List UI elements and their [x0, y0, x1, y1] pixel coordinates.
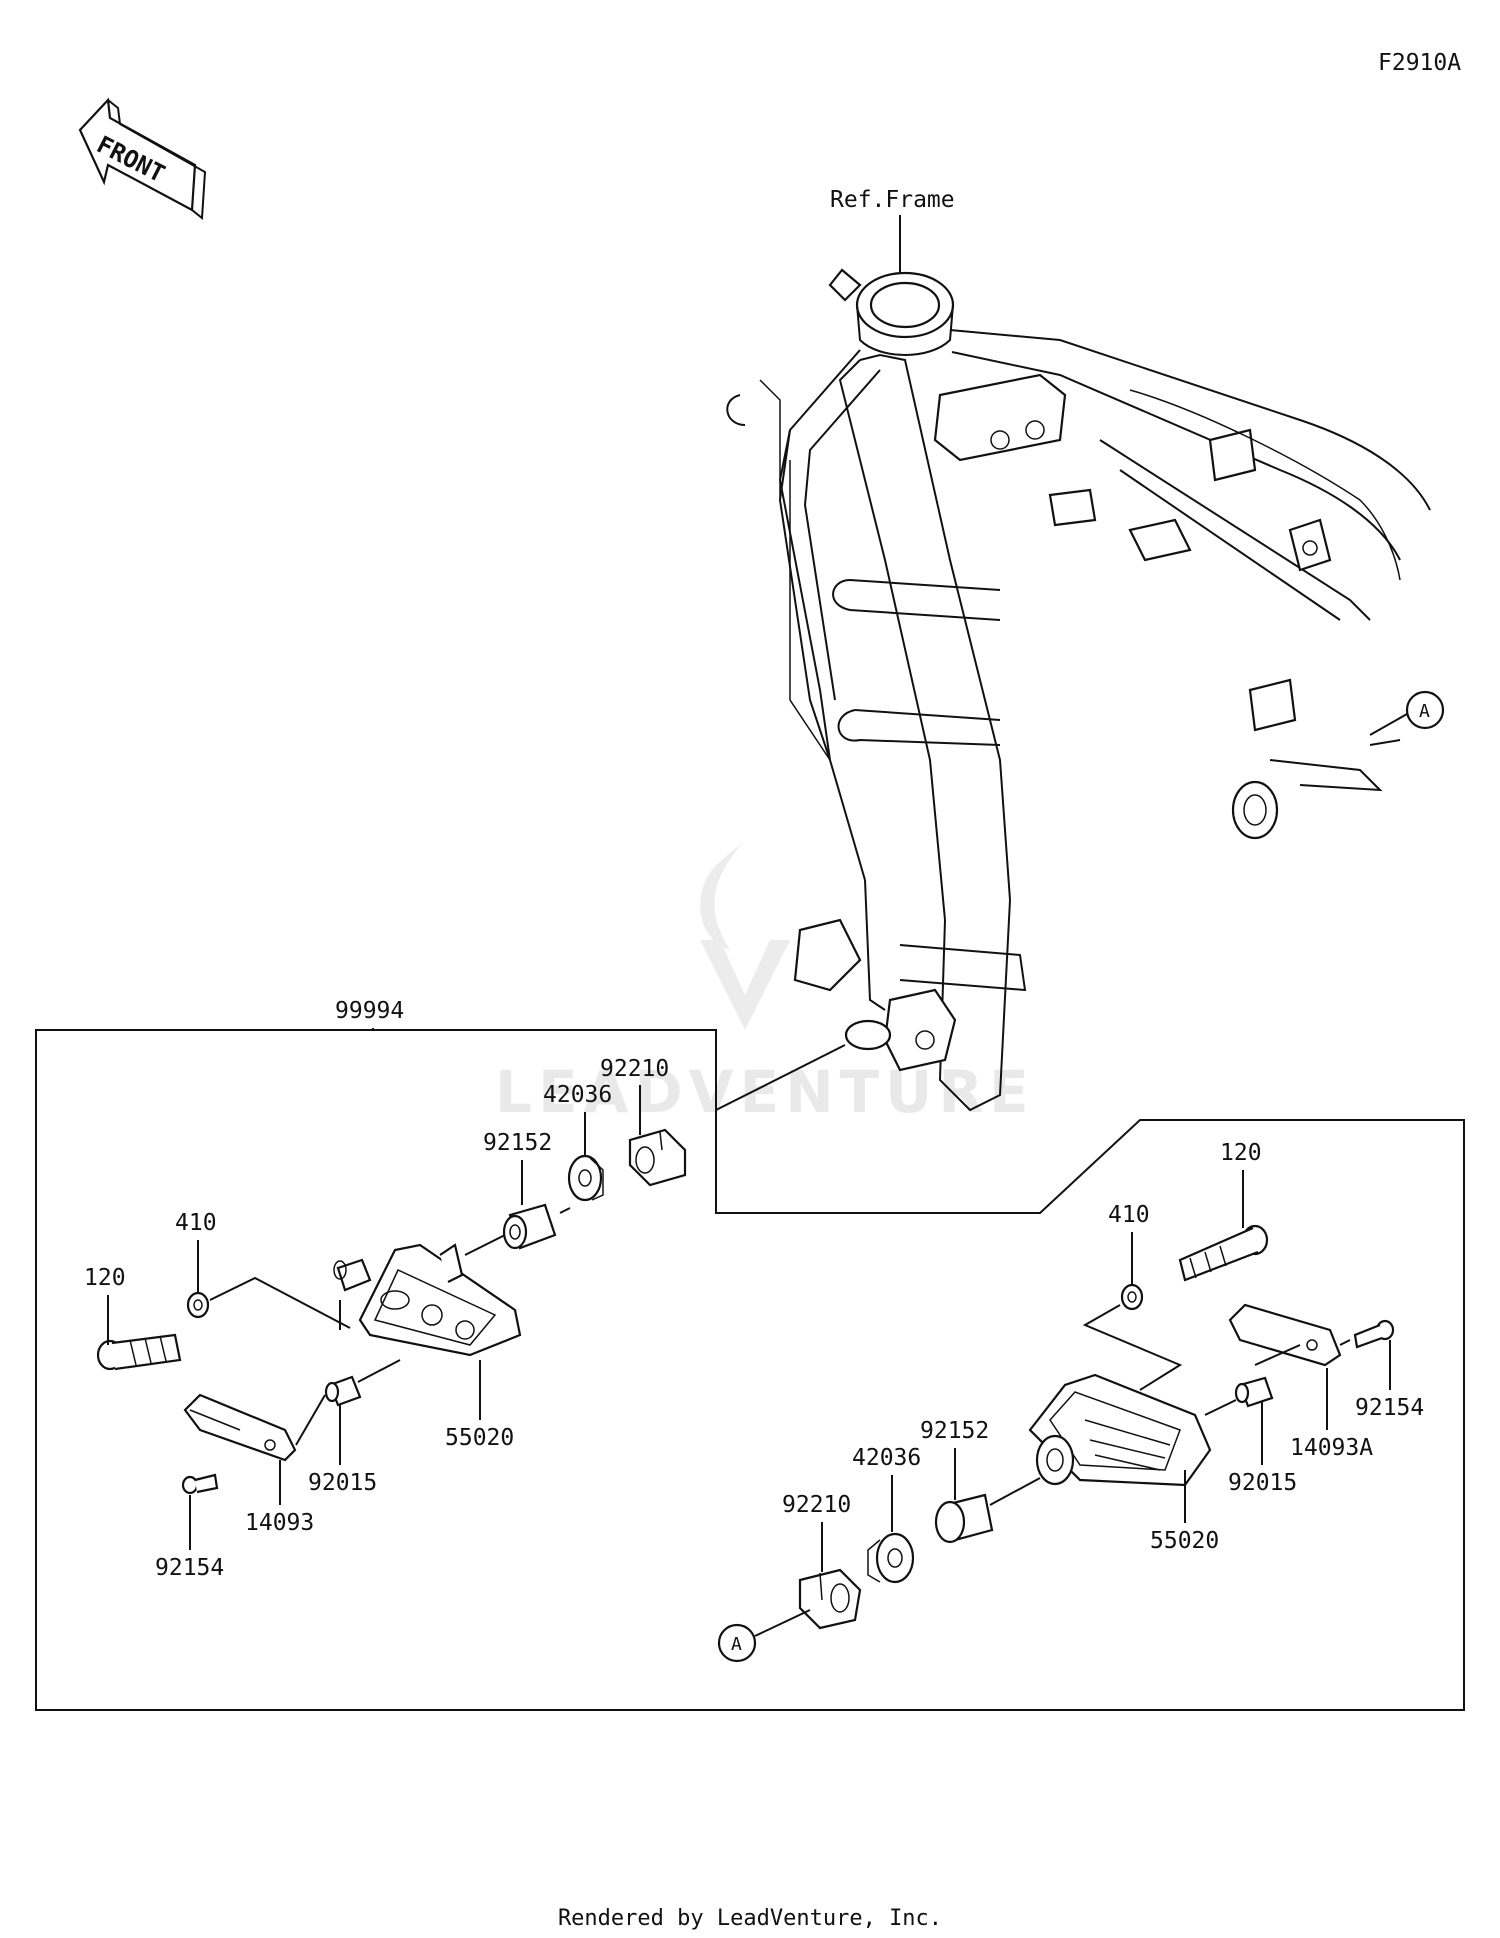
- footer-credit: Rendered by LeadVenture, Inc.: [557, 1906, 943, 1931]
- left-label-92154: 92154: [155, 1555, 224, 1581]
- left-slider-55020: [358, 1243, 522, 1357]
- callout-a-top: A: [1369, 690, 1445, 736]
- left-label-92210: 92210: [600, 1056, 669, 1082]
- right-label-14093a: 14093A: [1290, 1435, 1373, 1461]
- left-label-42036: 42036: [543, 1082, 612, 1108]
- right-damper-42036: [867, 1532, 915, 1584]
- left-washer-410: [186, 1291, 210, 1319]
- left-collar-92015: [333, 1258, 372, 1292]
- callout-a-bottom-label: A: [731, 1634, 742, 1655]
- left-collar-92210: [628, 1128, 687, 1187]
- right-label-92154: 92154: [1355, 1395, 1424, 1421]
- front-arrow-icon: FRONT: [78, 97, 207, 220]
- kit-to-frame-leader: [715, 1044, 846, 1111]
- left-label-120: 120: [84, 1265, 126, 1291]
- diagram-code: F2910A: [1378, 50, 1461, 76]
- left-damper-42036: [567, 1154, 604, 1202]
- left-screw-92154: [181, 1473, 219, 1495]
- right-label-120: 120: [1220, 1140, 1262, 1166]
- right-slider-55020: [1028, 1373, 1212, 1487]
- right-collar-92015: [1234, 1376, 1274, 1408]
- right-label-92152: 92152: [920, 1418, 989, 1444]
- right-label-92015: 92015: [1228, 1470, 1297, 1496]
- right-spacer-92152: [934, 1493, 994, 1544]
- left-bolt-120: [96, 1333, 182, 1371]
- left-label-55020: 55020: [445, 1425, 514, 1451]
- right-washer-410: [1120, 1283, 1144, 1311]
- right-plate-14093a: [1228, 1303, 1342, 1367]
- kit-number: 99994: [335, 998, 404, 1024]
- right-label-92210: 92210: [782, 1492, 851, 1518]
- right-label-410: 410: [1108, 1202, 1150, 1228]
- left-slider-assembly: 120 410 55020 92152: [84, 1056, 687, 1581]
- left-bushing: [324, 1375, 362, 1407]
- left-label-14093: 14093: [245, 1510, 314, 1536]
- right-label-42036: 42036: [852, 1445, 921, 1471]
- right-slider-assembly: 120 410 55020 14093A 92154: [717, 1140, 1424, 1663]
- right-label-55020: 55020: [1150, 1528, 1219, 1554]
- frame-drawing: [726, 268, 1431, 1112]
- callout-a-bottom: A: [717, 1609, 811, 1663]
- left-label-92152: 92152: [483, 1130, 552, 1156]
- callout-a-top-label: A: [1419, 701, 1430, 722]
- right-collar-92210: [798, 1568, 862, 1630]
- ref-frame-label: Ref.Frame: [830, 187, 955, 213]
- left-spacer-92152: [502, 1203, 557, 1250]
- right-screw-92154: [1353, 1319, 1395, 1349]
- left-label-410: 410: [175, 1210, 217, 1236]
- right-bolt-120: [1178, 1224, 1269, 1282]
- left-label-92015: 92015: [308, 1470, 377, 1496]
- left-plate-14093: [183, 1393, 297, 1462]
- kit-bracket-box: [35, 1029, 1465, 1711]
